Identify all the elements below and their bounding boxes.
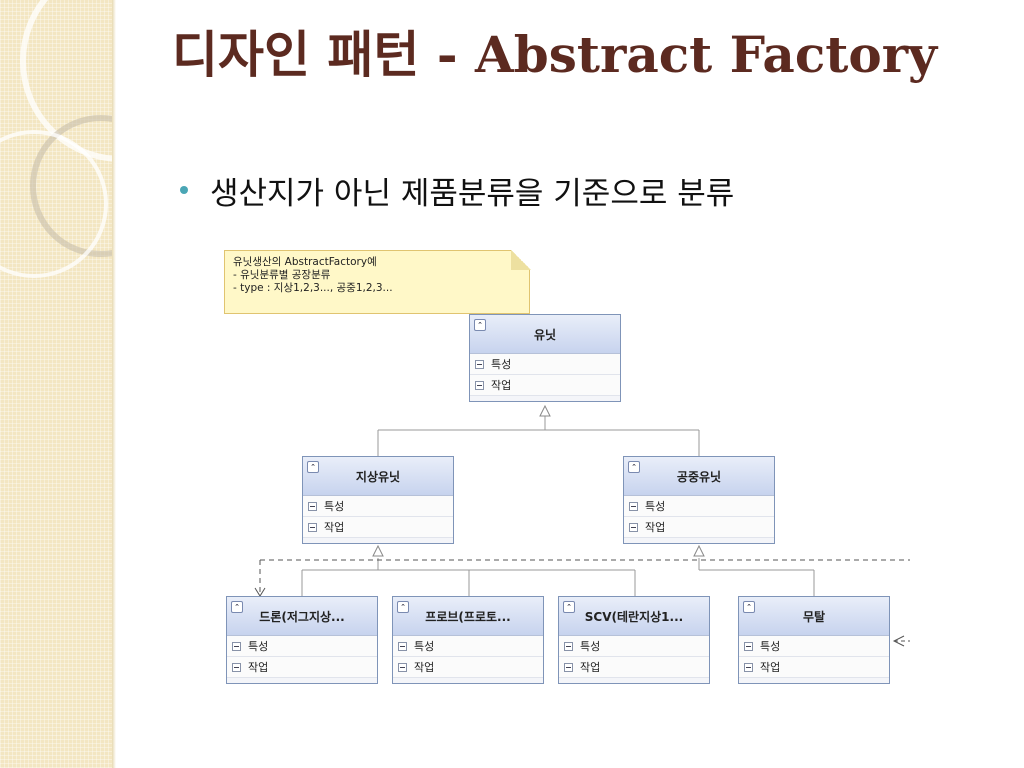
class-attribute: 작업 <box>393 657 543 678</box>
class-header: ⌃ 드론(저그지상... <box>227 597 377 636</box>
class-attribute: 특성 <box>393 636 543 657</box>
class-attribute: 특성 <box>559 636 709 657</box>
note-line: 유닛생산의 AbstractFactory예 <box>233 256 377 268</box>
minus-icon <box>744 662 753 672</box>
minus-icon <box>232 662 241 672</box>
class-attribute: 작업 <box>559 657 709 678</box>
class-attribute: 작업 <box>227 657 377 678</box>
collapse-icon[interactable]: ⌃ <box>307 461 319 473</box>
class-attribute: 특성 <box>739 636 889 657</box>
class-attribute: 특성 <box>227 636 377 657</box>
minus-icon <box>564 641 573 651</box>
class-name: 지상유닛 <box>355 469 401 484</box>
class-attribute: 작업 <box>624 517 774 538</box>
bullet-text: 생산지가 아닌 제품분류을 기준으로 분류 <box>210 175 735 212</box>
collapse-icon[interactable]: ⌃ <box>397 601 409 613</box>
class-name: 공중유닛 <box>676 469 722 484</box>
collapse-icon[interactable]: ⌃ <box>231 601 243 613</box>
uml-diagram: 유닛생산의 AbstractFactory예 - 유닛분류별 공장분류 - ty… <box>220 248 920 698</box>
class-header: ⌃ SCV(테란지상1... <box>559 597 709 636</box>
class-box-scv[interactable]: ⌃ SCV(테란지상1... 특성 작업 <box>558 596 710 684</box>
minus-icon <box>629 522 638 532</box>
note-line: - 유닛분류별 공장분류 <box>233 269 331 281</box>
class-attribute: 작업 <box>470 375 620 396</box>
class-header: ⌃ 무탈 <box>739 597 889 636</box>
collapse-icon[interactable]: ⌃ <box>474 319 486 331</box>
class-box-ground-unit[interactable]: ⌃ 지상유닛 특성 작업 <box>302 456 454 544</box>
class-box-air-unit[interactable]: ⌃ 공중유닛 특성 작업 <box>623 456 775 544</box>
diagram-note: 유닛생산의 AbstractFactory예 - 유닛분류별 공장분류 - ty… <box>224 250 530 314</box>
minus-icon <box>398 662 407 672</box>
class-box-probe[interactable]: ⌃ 프로브(프로토... 특성 작업 <box>392 596 544 684</box>
class-name: SCV(테란지상1... <box>584 609 684 624</box>
collapse-icon[interactable]: ⌃ <box>628 461 640 473</box>
minus-icon <box>475 380 484 390</box>
minus-icon <box>308 501 317 511</box>
note-fold <box>511 250 531 270</box>
class-attribute: 특성 <box>303 496 453 517</box>
class-name: 드론(저그지상... <box>259 609 345 624</box>
connector-lines <box>254 404 910 647</box>
collapse-icon[interactable]: ⌃ <box>563 601 575 613</box>
slide-title: 디자인 패턴 - Abstract Factory <box>172 25 938 84</box>
minus-icon <box>629 501 638 511</box>
minus-icon <box>744 641 753 651</box>
note-line: - type : 지상1,2,3..., 공중1,2,3... <box>233 282 393 294</box>
class-box-drone[interactable]: ⌃ 드론(저그지상... 특성 작업 <box>226 596 378 684</box>
minus-icon <box>232 641 241 651</box>
minus-icon <box>398 641 407 651</box>
class-name: 유닛 <box>533 327 557 342</box>
decorative-sidebar <box>0 0 112 768</box>
class-header: ⌃ 지상유닛 <box>303 457 453 496</box>
class-name: 프로브(프로토... <box>425 609 511 624</box>
class-attribute: 작업 <box>739 657 889 678</box>
class-box-unit[interactable]: ⌃ 유닛 특성 작업 <box>469 314 621 402</box>
class-header: ⌃ 공중유닛 <box>624 457 774 496</box>
class-header: ⌃ 프로브(프로토... <box>393 597 543 636</box>
class-header: ⌃ 유닛 <box>470 315 620 354</box>
class-name: 무탈 <box>802 609 826 624</box>
bullet-dot-icon <box>180 186 188 194</box>
class-attribute: 특성 <box>624 496 774 517</box>
class-box-mutal[interactable]: ⌃ 무탈 특성 작업 <box>738 596 890 684</box>
class-attribute: 특성 <box>470 354 620 375</box>
sidebar-edge <box>112 0 116 768</box>
class-attribute: 작업 <box>303 517 453 538</box>
minus-icon <box>308 522 317 532</box>
bullet-item: 생산지가 아닌 제품분류을 기준으로 분류 <box>180 168 734 212</box>
minus-icon <box>564 662 573 672</box>
collapse-icon[interactable]: ⌃ <box>743 601 755 613</box>
minus-icon <box>475 359 484 369</box>
